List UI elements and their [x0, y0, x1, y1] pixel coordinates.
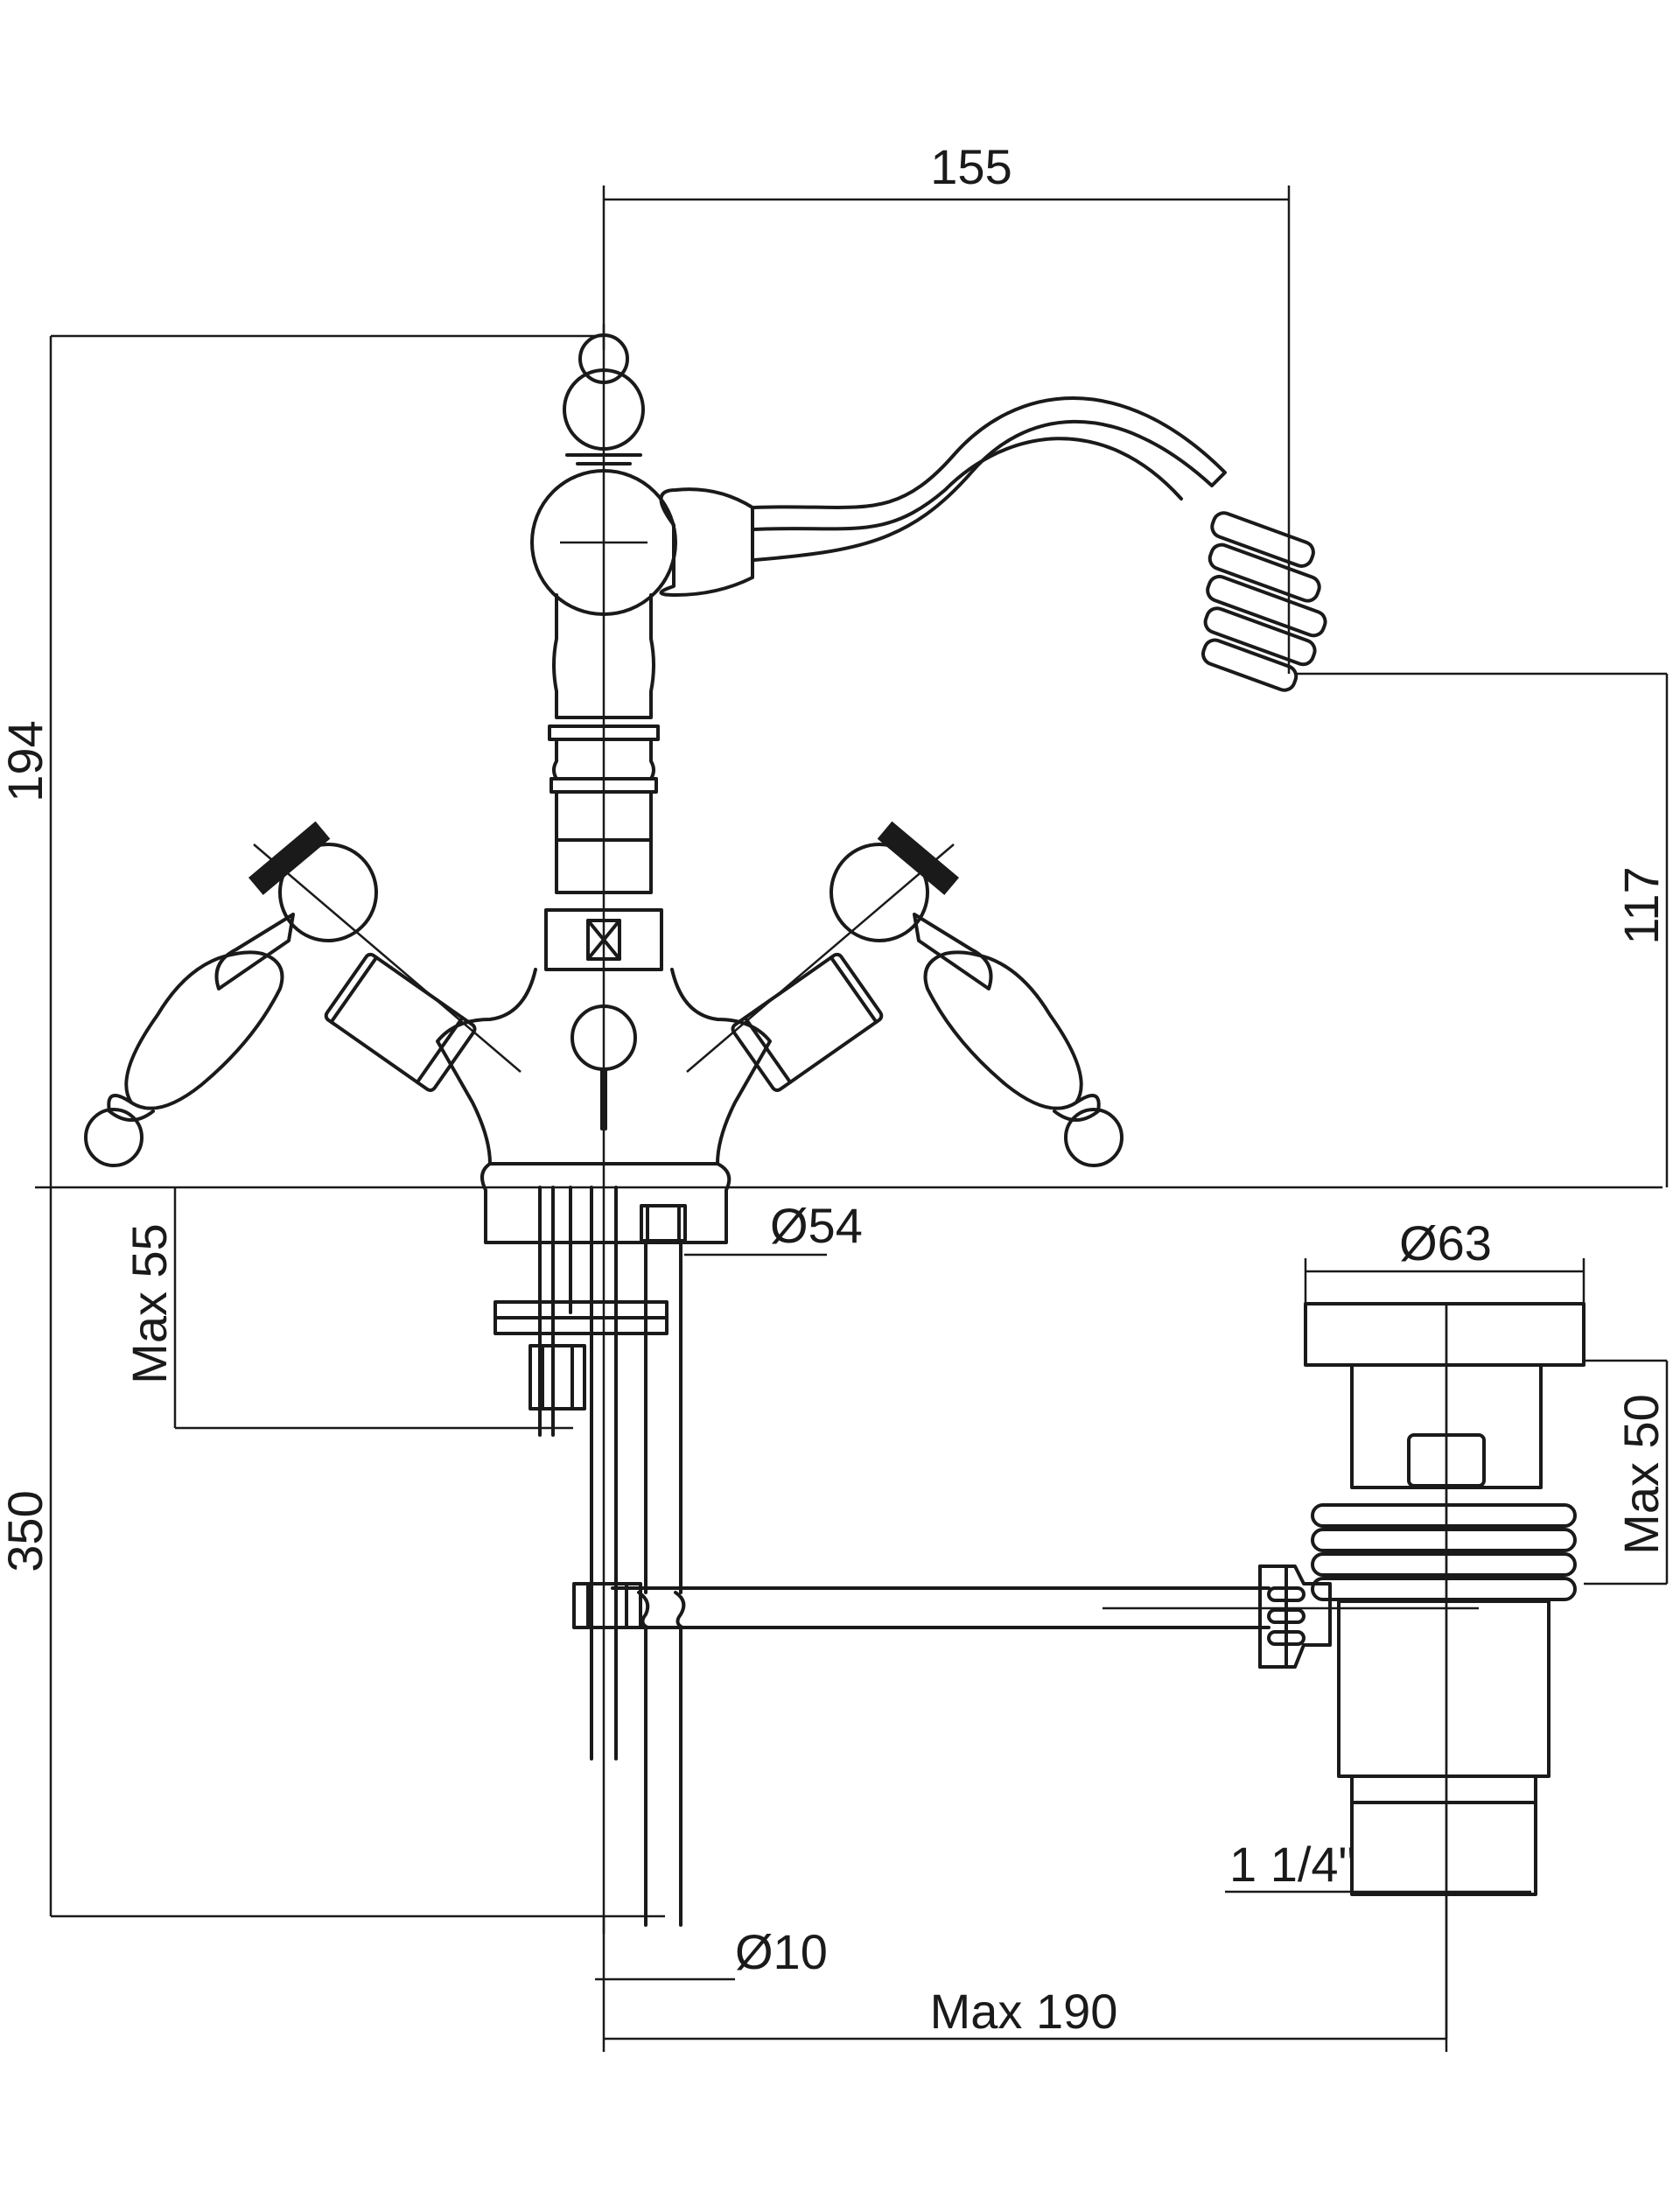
dim-350: 350: [0, 1490, 52, 1572]
dim-max-190: Max 190: [930, 1984, 1118, 2039]
fixing-rods: [494, 1186, 686, 1927]
pop-up-waste: [1258, 1302, 1586, 1896]
dim-54-diameter: Ø54: [770, 1198, 863, 1253]
right-handle: [686, 821, 1124, 1167]
dim-1-1-4-thread: 1 1/4": [1229, 1837, 1355, 1892]
dimension-lines: [35, 186, 1669, 2052]
dimension-labels: 155 194 117 Ø54 Max 55 350 Ø63 Max 50 1 …: [0, 139, 1669, 2039]
center-lines: [560, 324, 1479, 2039]
dim-117: 117: [1614, 866, 1669, 944]
faucet-column: [544, 593, 663, 971]
dim-155: 155: [930, 139, 1012, 194]
dim-max-55: Max 55: [122, 1223, 177, 1384]
pop-up-rod: [572, 1582, 1270, 1629]
dim-194: 194: [0, 720, 52, 802]
dim-10-diameter: Ø10: [735, 1924, 828, 1979]
left-handle: [84, 821, 522, 1167]
dim-63-diameter: Ø63: [1399, 1215, 1492, 1270]
faucet-base: [480, 1162, 732, 1244]
faucet-spout: [659, 396, 1327, 692]
dim-max-50: Max 50: [1614, 1394, 1669, 1555]
